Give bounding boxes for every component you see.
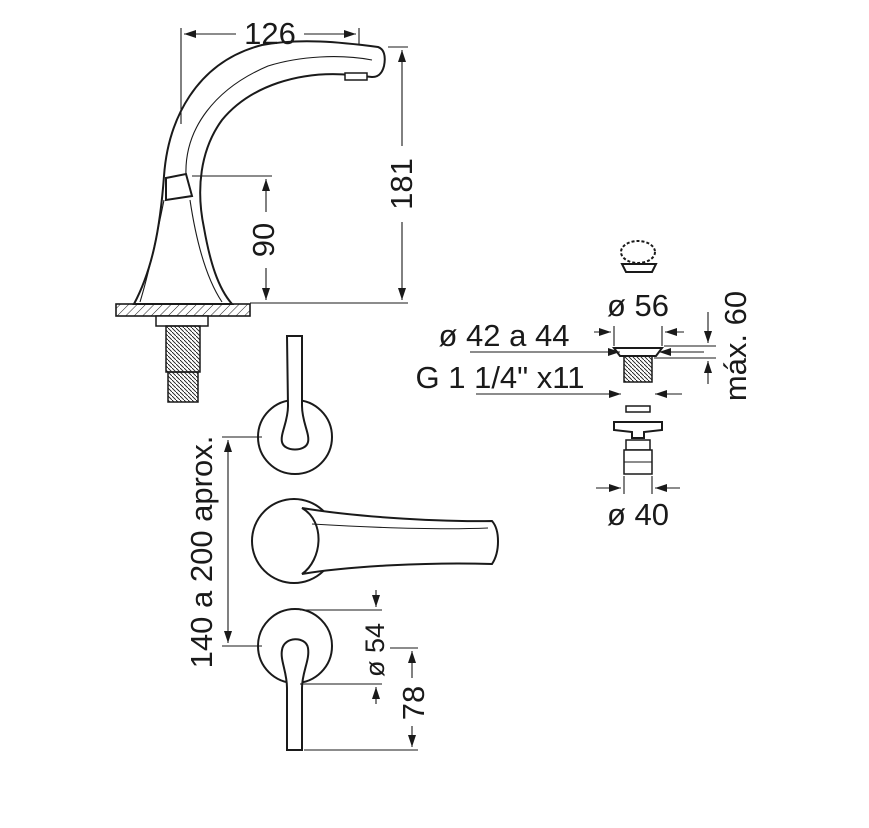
dim-drain-nut-diameter-label: ø 40 — [607, 497, 669, 532]
drain-nut — [613, 421, 663, 439]
dim-drain-hole-range-label: ø 42 a 44 — [439, 318, 570, 353]
body-taper-left — [139, 199, 165, 303]
drain-cap — [612, 347, 664, 357]
drain-stopper — [620, 263, 658, 273]
dim-drain-thread: G 1 1/4" x11 — [416, 360, 682, 398]
dim-spout-reach-label: 126 — [244, 16, 296, 51]
dim-handle-spacing-label: 140 a 200 aprox. — [184, 436, 219, 669]
dim-drain-thread-label: G 1 1/4" x11 — [416, 360, 585, 395]
drain-body — [623, 355, 653, 383]
drain-gasket — [625, 405, 651, 413]
mounting-nut — [155, 315, 209, 327]
drain-tailpiece — [625, 439, 651, 451]
top-view — [251, 335, 499, 751]
drain-assembly — [612, 240, 664, 475]
dim-drain-max-depth-label: máx. 60 — [718, 291, 753, 401]
lower-lever-handle — [280, 638, 310, 751]
dim-spout-reach: 126 — [180, 16, 360, 124]
dim-drain-nut-diameter: ø 40 — [596, 476, 680, 532]
body-collar — [165, 172, 194, 202]
dim-drain-hole-range: ø 42 a 44 — [439, 318, 704, 356]
dim-body-height: 90 — [192, 175, 281, 300]
spout-top-outline — [301, 507, 499, 575]
dim-escutcheon-diameter: ø 54 — [300, 590, 390, 704]
dim-handle-height: 78 — [304, 647, 431, 751]
dim-handle-spacing: 140 a 200 aprox. — [184, 436, 262, 669]
dim-handle-height-label: 78 — [396, 686, 431, 720]
spout-inner-line — [185, 56, 373, 177]
dim-escutcheon-diameter-label: ø 54 — [360, 623, 390, 677]
drain-chain — [620, 240, 656, 264]
dim-drain-max-depth: máx. 60 — [654, 291, 753, 401]
dim-body-height-label: 90 — [246, 223, 281, 257]
dim-spout-height: 181 — [250, 46, 419, 304]
spout-side-view — [115, 40, 386, 403]
body-taper-right — [189, 199, 223, 303]
threaded-shank — [165, 325, 201, 373]
spout-top-centerline — [311, 523, 489, 530]
dim-drain-cap-diameter: ø 56 — [594, 288, 684, 346]
shank-connector — [167, 371, 199, 403]
spout-base-flange — [115, 303, 251, 317]
dim-drain-cap-diameter-label: ø 56 — [607, 288, 669, 323]
aerator — [344, 72, 368, 81]
dim-spout-height-label: 181 — [384, 158, 419, 210]
upper-lever-handle — [280, 335, 310, 451]
